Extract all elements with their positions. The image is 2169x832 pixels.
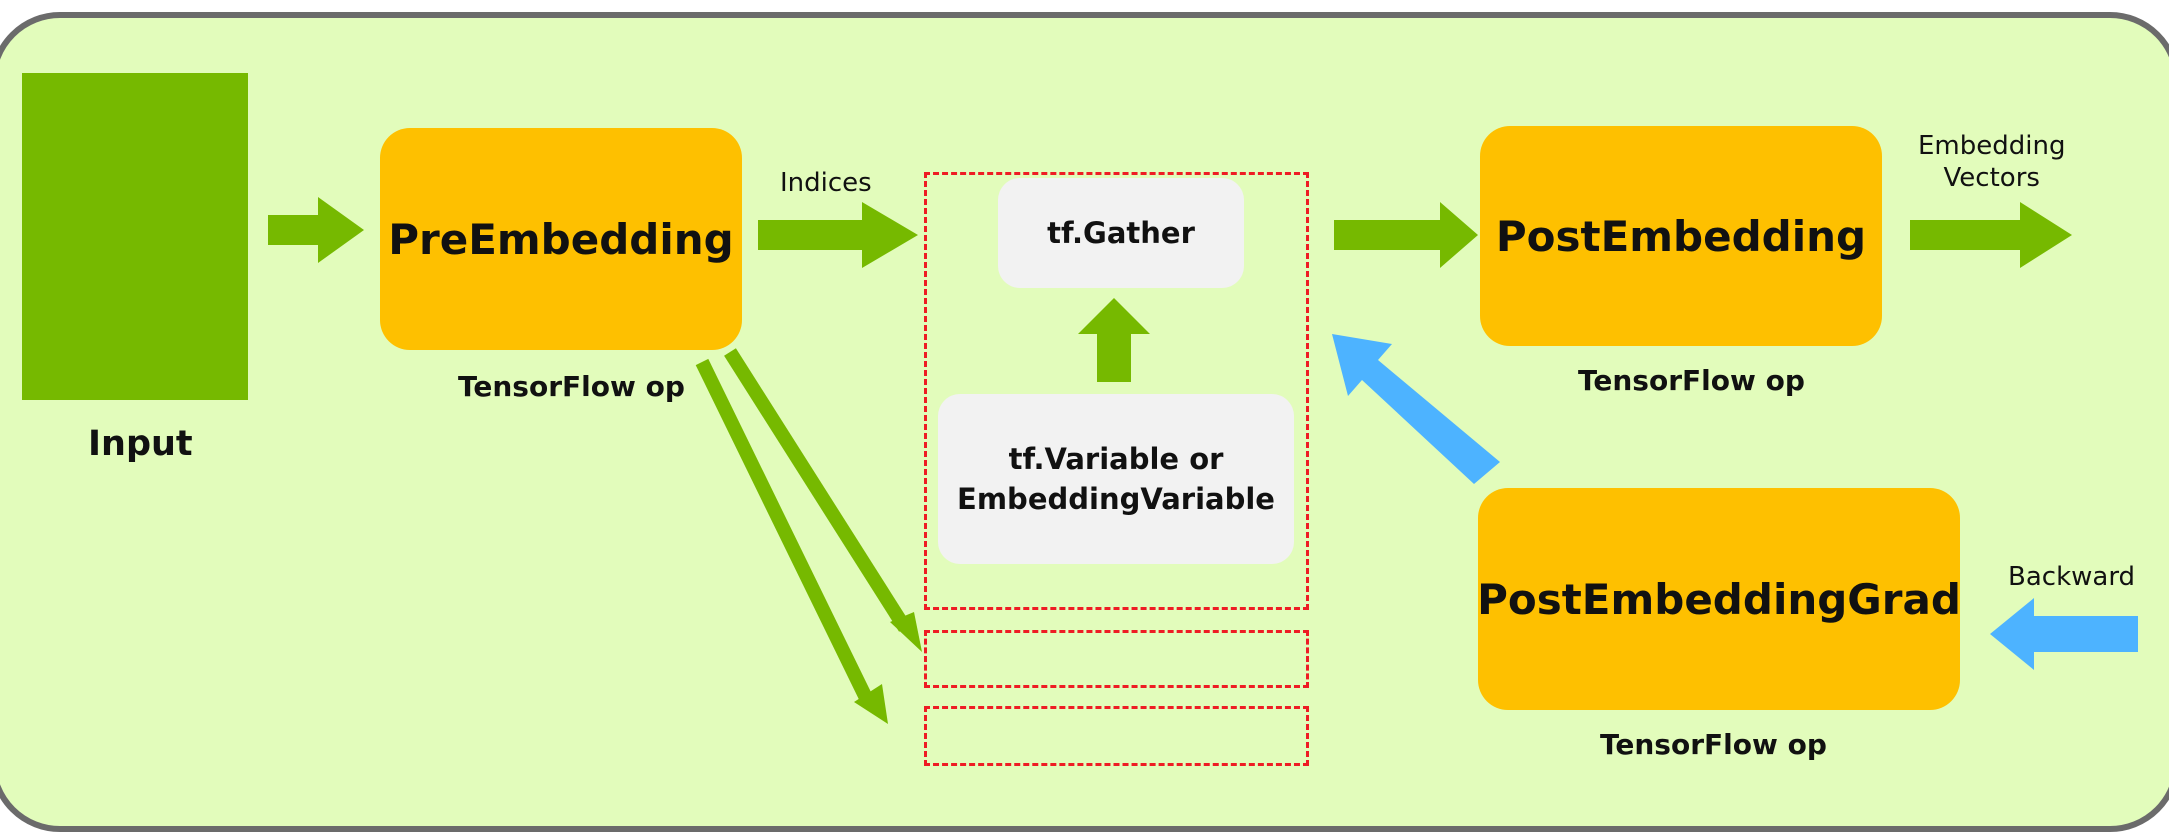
post-embedding-grad-caption: TensorFlow op xyxy=(1600,728,1827,761)
post-embedding-grad-title: PostEmbeddingGrad xyxy=(1477,574,1961,624)
pre-embedding-title: PreEmbedding xyxy=(388,214,734,264)
input-label: Input xyxy=(88,424,193,464)
variable-line-1: tf.Variable or xyxy=(1008,442,1224,476)
post-embedding-title: PostEmbedding xyxy=(1495,211,1867,261)
input-block xyxy=(22,73,248,400)
indices-label: Indices xyxy=(780,168,872,198)
embedding-vectors-label: Embedding Vectors xyxy=(1918,130,2065,194)
gather-box: tf.Gather xyxy=(998,178,1244,288)
embedding-vectors-line-2: Vectors xyxy=(1943,163,2040,193)
post-embedding-grad-box: PostEmbeddingGrad xyxy=(1477,488,1961,710)
variable-box: tf.Variable or EmbeddingVariable xyxy=(938,394,1294,564)
embedding-vectors-line-1: Embedding xyxy=(1918,131,2066,161)
pre-embedding-box: PreEmbedding xyxy=(380,128,742,350)
gather-title: tf.Gather xyxy=(1047,216,1195,250)
pre-embedding-caption: TensorFlow op xyxy=(458,370,685,403)
embedding-table-region xyxy=(924,172,1309,610)
variable-line-2: EmbeddingVariable xyxy=(957,482,1275,516)
post-embedding-box: PostEmbedding xyxy=(1480,126,1882,346)
backward-label: Backward xyxy=(2008,562,2136,592)
embedding-slot-region-1 xyxy=(924,630,1309,688)
embedding-slot-region-2 xyxy=(924,706,1309,766)
post-embedding-caption: TensorFlow op xyxy=(1578,364,1805,397)
